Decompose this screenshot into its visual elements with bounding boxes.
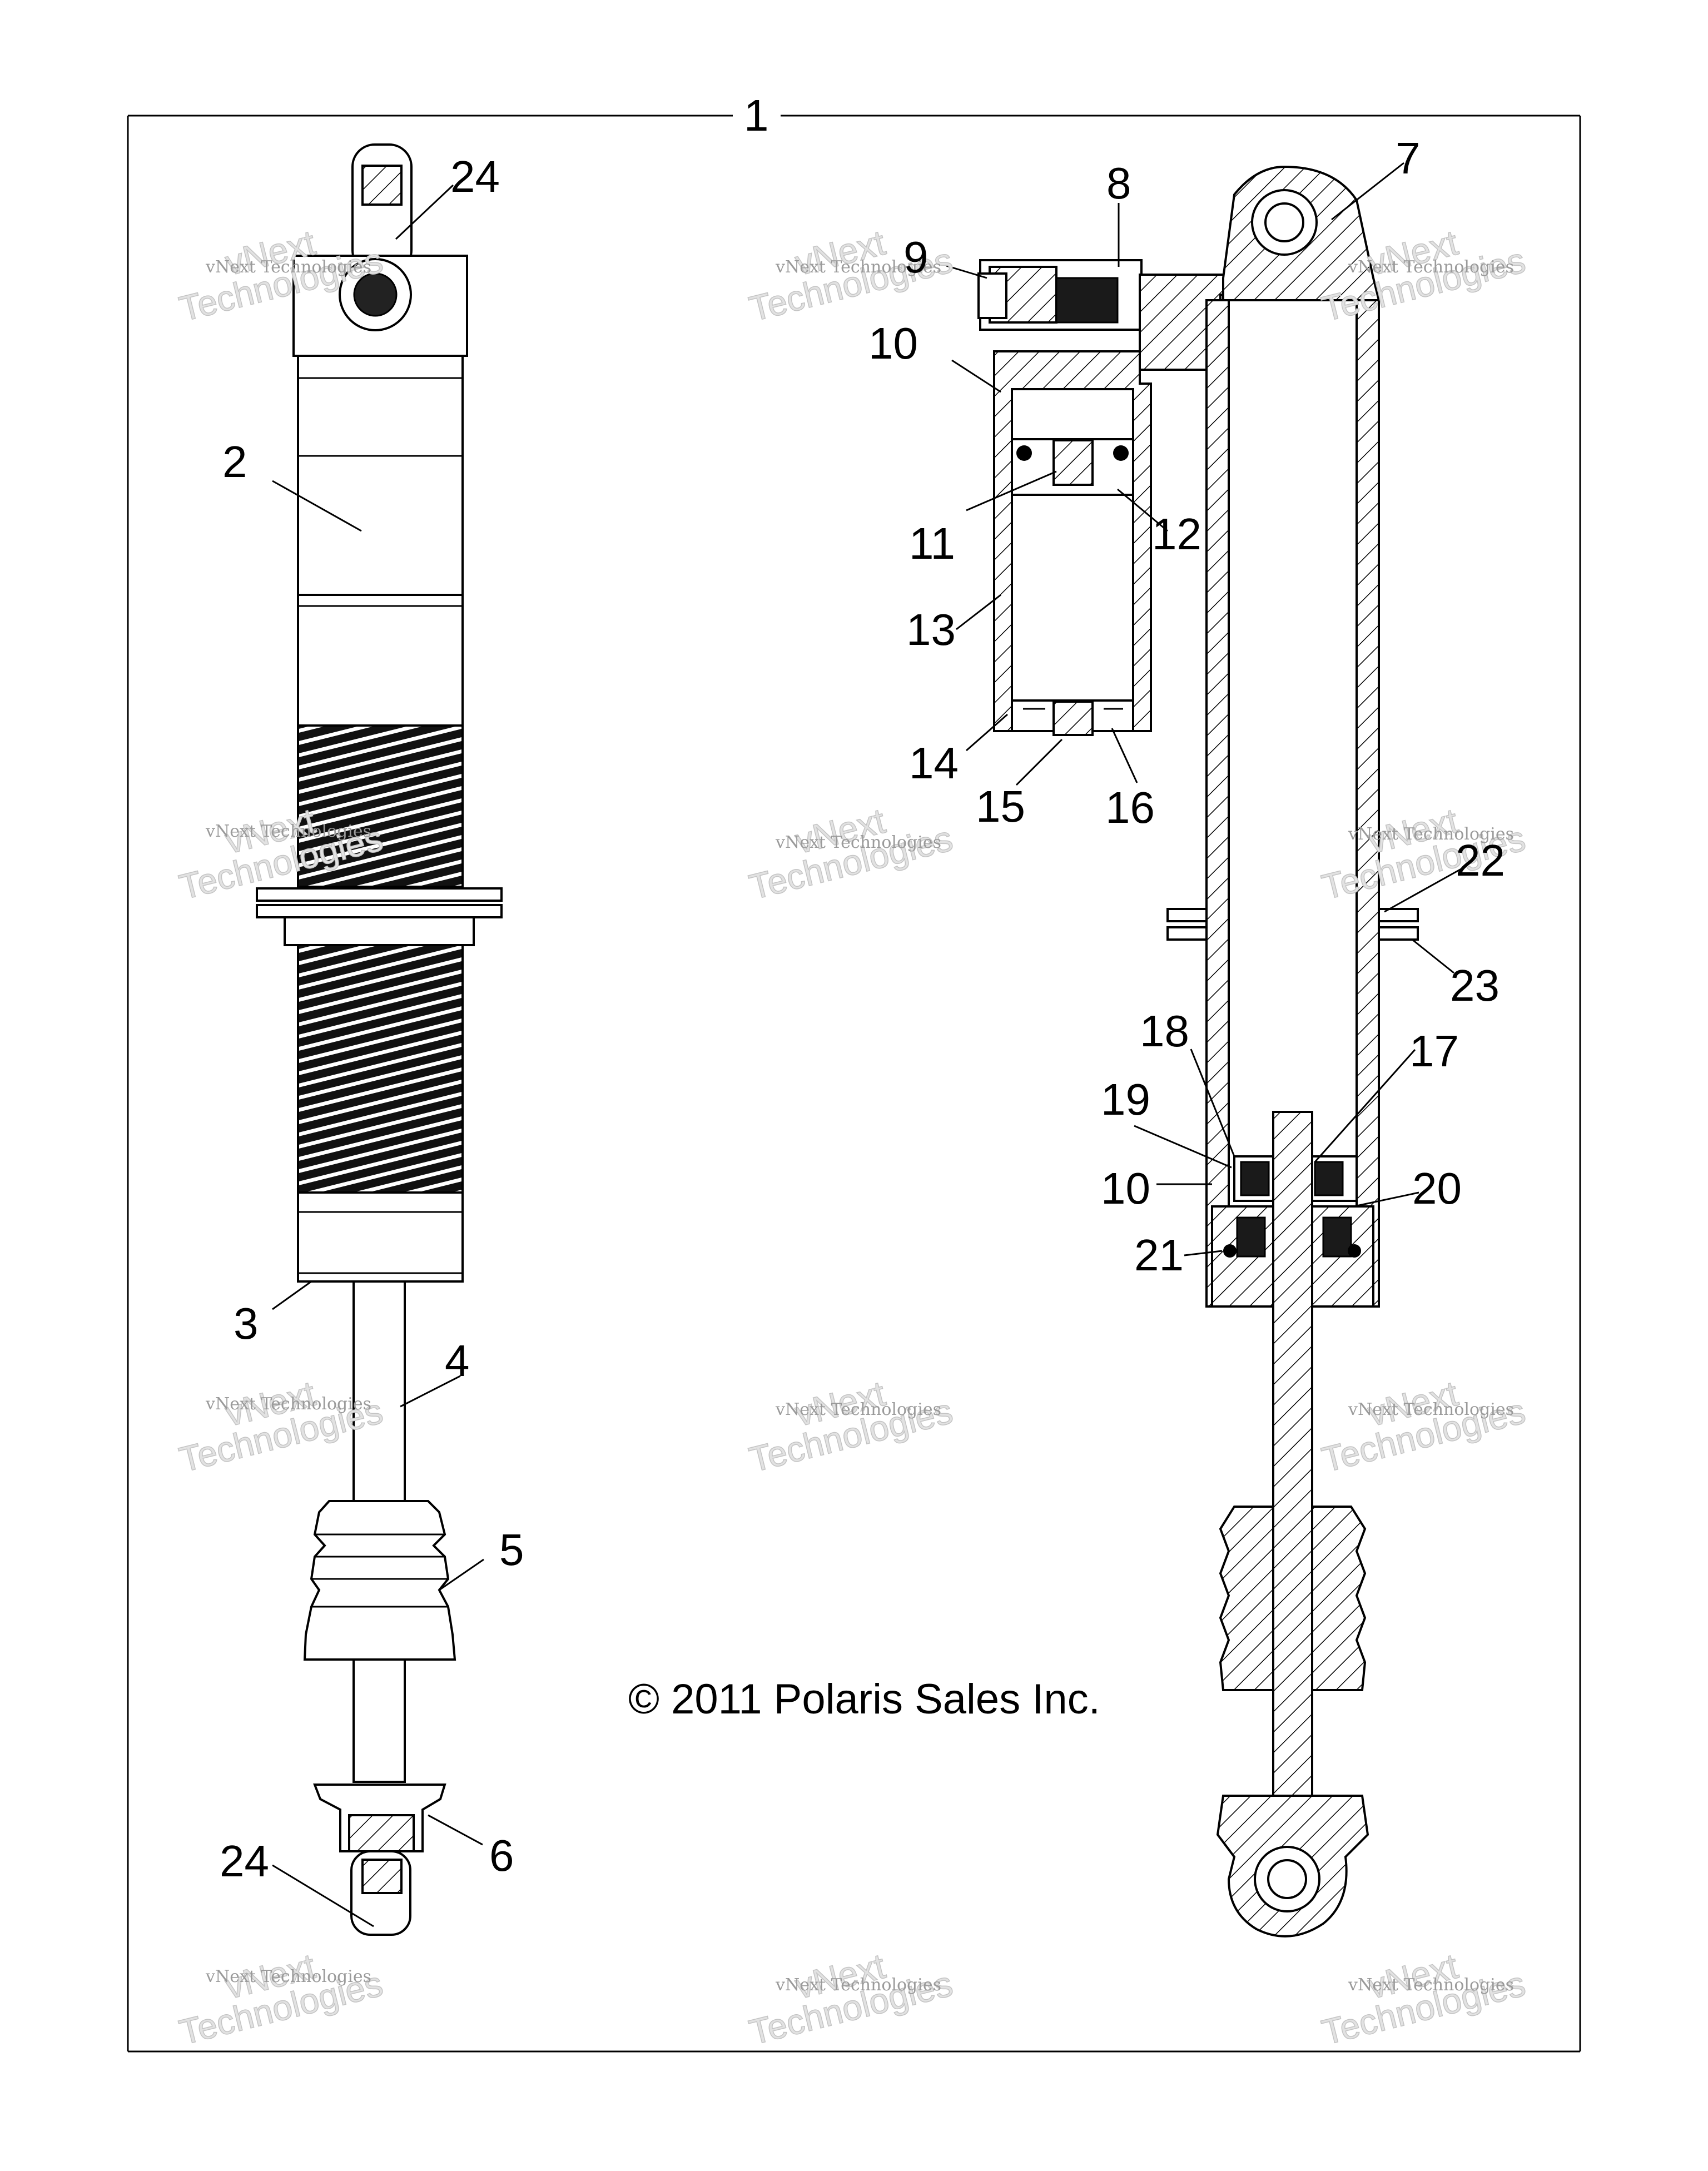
callout-8: 8	[1106, 158, 1131, 208]
svg-text:vNext Technologies: vNext Technologies	[775, 1400, 941, 1419]
shock-assembly-exterior	[256, 143, 503, 1936]
callout-22: 22	[1456, 836, 1505, 885]
spring-seat-left-1	[1166, 908, 1208, 922]
svg-text:vNext Technologies: vNext Technologies	[775, 833, 941, 852]
watermark-grid: vNext Technologies vNext Technologies vN…	[175, 222, 1530, 2053]
piston-shaft-lower	[352, 1658, 406, 1783]
callout-20: 20	[1412, 1164, 1462, 1213]
main-body-cross-section	[1166, 165, 1419, 1937]
callout-2: 2	[222, 437, 247, 486]
copyright-notice: © 2011 Polaris Sales Inc.	[628, 1676, 1100, 1723]
callout-12: 12	[1152, 509, 1201, 559]
spring-seat-plate-2	[256, 904, 503, 918]
callout-10-reservoir: 10	[868, 319, 918, 368]
svg-text:vNext Technologies: vNext Technologies	[1348, 1975, 1514, 1995]
spring-coil-upper	[297, 724, 464, 888]
shock-body-upper	[297, 355, 464, 596]
callout-15: 15	[976, 782, 1025, 831]
callout-14: 14	[909, 738, 959, 788]
bump-stop	[303, 1500, 456, 1661]
spring-collar	[284, 916, 475, 946]
leader-lines	[272, 162, 1462, 1927]
shock-body-bottom-cap	[297, 1191, 464, 1283]
piston-rod-section	[1272, 1111, 1313, 1852]
reservoir-cross-section	[977, 259, 1275, 736]
spring-coil-lower	[297, 944, 464, 1194]
spring-seat-left-2	[1166, 926, 1208, 941]
callout-17: 17	[1409, 1026, 1459, 1076]
bump-stop-right-section	[1311, 1506, 1367, 1691]
callout-18: 18	[1140, 1006, 1189, 1056]
svg-text:vNext Technologies: vNext Technologies	[1348, 257, 1514, 277]
callout-23: 23	[1450, 961, 1500, 1010]
callout-3: 3	[234, 1299, 259, 1348]
svg-text:vNext Technologies: vNext Technologies	[775, 1975, 941, 1995]
callout-7: 7	[1396, 133, 1421, 183]
callout-10-main: 10	[1101, 1164, 1150, 1213]
callout-5: 5	[499, 1525, 524, 1574]
svg-text:vNext Technologies: vNext Technologies	[205, 1394, 371, 1414]
spring-seat-plate-1	[256, 887, 503, 902]
callout-9: 9	[903, 232, 929, 282]
svg-text:vNext Technologies: vNext Technologies	[775, 257, 941, 277]
callout-24-bottom: 24	[220, 1836, 269, 1886]
svg-text:vNext Technologies: vNext Technologies	[1348, 1400, 1514, 1419]
top-eye-bushing	[361, 165, 403, 206]
spring-seat-right-2	[1378, 926, 1419, 941]
shock-body-lower	[297, 594, 464, 727]
svg-text:vNext Technologies: vNext Technologies	[205, 822, 371, 841]
diagram-frame	[127, 115, 1581, 2053]
watermark-text: vNext Technologies	[205, 257, 371, 277]
svg-text:vNext Technologies: vNext Technologies	[205, 1967, 371, 1986]
reservoir-end-cap	[1011, 388, 1134, 440]
callout-19: 19	[1101, 1075, 1150, 1124]
callout-13: 13	[906, 605, 956, 654]
callout-4: 4	[445, 1336, 470, 1385]
callout-24-top: 24	[450, 152, 500, 201]
piston-shaft-upper	[352, 1280, 406, 1505]
callout-6: 6	[489, 1831, 514, 1880]
callout-11: 11	[909, 519, 955, 568]
callout-16: 16	[1105, 783, 1155, 832]
callout-labels: 1 2 3 4 5 6 7 8 9 10 11 12 13 14 15 16 1…	[220, 91, 1505, 1886]
bump-stop-left-section	[1219, 1506, 1274, 1691]
compression-adjuster-knob	[977, 272, 1007, 319]
callout-1: 1	[744, 91, 769, 140]
bottom-eye-bushing	[361, 1859, 403, 1894]
svg-text:vNext Technologies: vNext Technologies	[1348, 824, 1514, 844]
spring-seat-right-1	[1378, 908, 1419, 922]
callout-21: 21	[1134, 1230, 1184, 1280]
